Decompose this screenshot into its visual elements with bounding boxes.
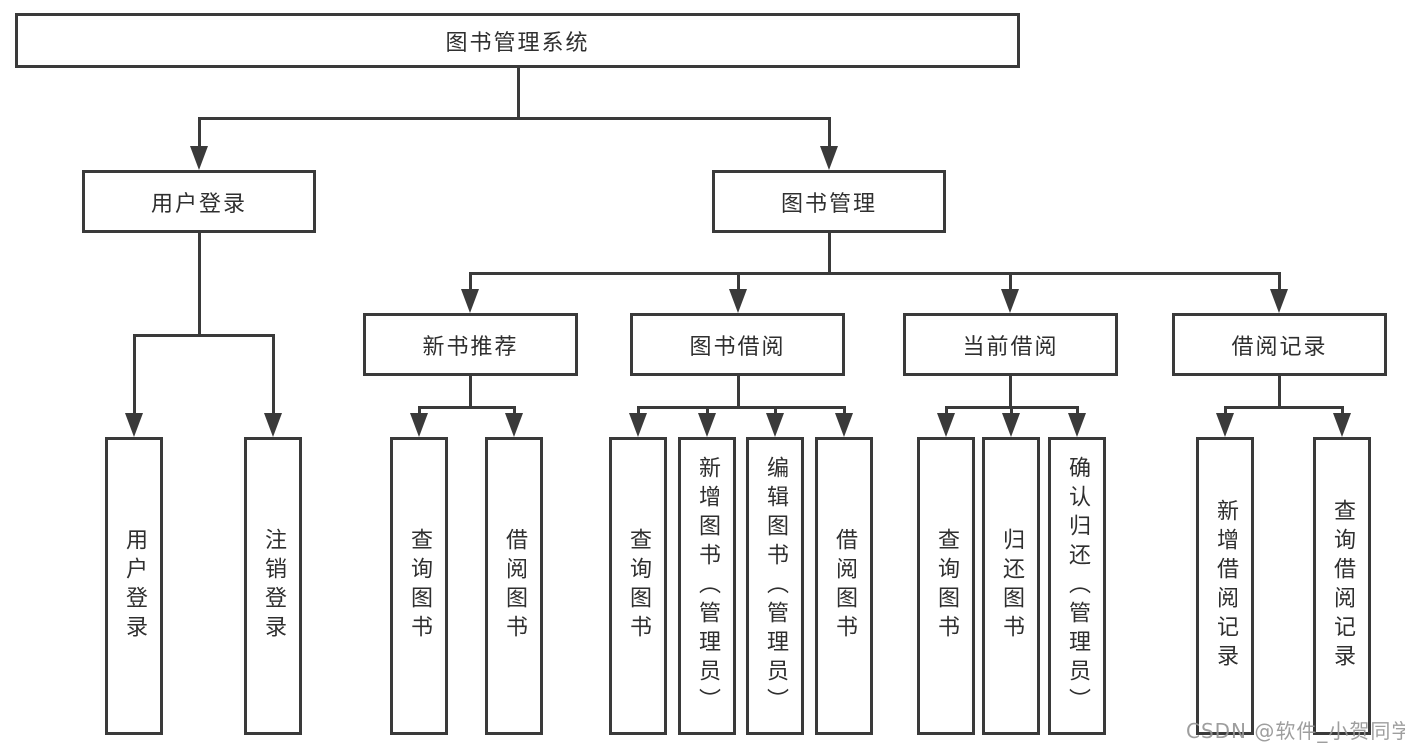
connector-line [1010,406,1013,414]
connector-line [1009,376,1012,407]
connector-line [469,272,1280,275]
arrow-down-icon [835,413,853,437]
connector-line [133,334,136,414]
connector-line [198,233,201,335]
node-label: 查询图书 [934,528,959,644]
leaf-borrowing-query-books: 查询图书 [609,437,667,735]
connector-line [272,334,275,414]
arrow-down-icon [264,413,282,437]
node-label: 确认归还（管理员） [1065,455,1090,717]
connector-line [198,117,830,120]
arrow-down-icon [410,413,428,437]
node-label: 当前借阅 [962,334,1059,360]
arrow-down-icon [1270,289,1288,313]
node-label: 查询图书 [626,528,651,644]
connector-line [774,406,777,414]
node-label: 注销登录 [261,528,286,644]
arrow-down-icon [629,413,647,437]
node-label: 新增借阅记录 [1213,499,1238,673]
connector-line [418,406,421,414]
arrow-down-icon [1002,413,1020,437]
leaf-borrowing-borrow-books: 借阅图书 [815,437,873,735]
arrow-down-icon [1068,413,1086,437]
node-label: 归还图书 [999,528,1024,644]
node-label: 借阅图书 [832,528,857,644]
connector-line [706,406,709,414]
leaf-borrowing-edit-books-admin: 编辑图书（管理员） [746,437,804,735]
connector-line [828,233,831,274]
leaf-current-return-books: 归还图书 [982,437,1040,735]
connector-line [517,68,520,118]
node-user-login: 用户登录 [82,170,316,233]
arrow-down-icon [766,413,784,437]
arrow-down-icon [505,413,523,437]
connector-line [469,376,472,407]
leaf-current-confirm-return-admin: 确认归还（管理员） [1048,437,1106,735]
leaf-borrowing-add-books-admin: 新增图书（管理员） [678,437,736,735]
arrow-down-icon [1333,413,1351,437]
node-label: 用户登录 [122,528,147,644]
node-label: 查询借阅记录 [1330,499,1355,673]
connector-line [198,117,201,147]
connector-line [637,406,640,414]
node-borrowing-records: 借阅记录 [1172,313,1387,376]
leaf-records-query-record: 查询借阅记录 [1313,437,1371,735]
node-current-borrowing: 当前借阅 [903,313,1118,376]
node-book-borrowing: 图书借阅 [630,313,845,376]
leaf-user-login: 用户登录 [105,437,163,735]
leaf-records-add-record: 新增借阅记录 [1196,437,1254,735]
connector-line [1224,406,1344,409]
node-label: 借阅记录 [1231,334,1328,360]
node-label: 查询图书 [407,528,432,644]
arrow-down-icon [698,413,716,437]
connector-line [737,272,740,290]
connector-line [843,406,846,414]
node-book-management: 图书管理 [712,170,946,233]
connector-line [133,334,275,337]
connector-line [1009,272,1012,290]
connector-line [469,272,472,290]
leaf-recommend-query-books: 查询图书 [390,437,448,735]
arrow-down-icon [1001,289,1019,313]
arrow-down-icon [1216,413,1234,437]
connector-line [1341,406,1344,414]
node-label: 新增图书（管理员） [695,455,720,717]
arrow-down-icon [729,289,747,313]
node-new-book-recommendation: 新书推荐 [363,313,578,376]
leaf-logout-login: 注销登录 [244,437,302,735]
node-label: 图书管理系统 [445,30,590,56]
arrow-down-icon [461,289,479,313]
connector-line [737,376,740,407]
connector-line [637,406,846,409]
node-label: 图书借阅 [689,334,786,360]
arrow-down-icon [190,146,208,170]
connector-line [1076,406,1079,414]
arrow-down-icon [937,413,955,437]
connector-line [1278,272,1281,290]
connector-line [945,406,948,414]
connector-line [513,406,516,414]
connector-line [418,406,516,409]
arrow-down-icon [125,413,143,437]
node-library-management-system: 图书管理系统 [15,13,1020,68]
connector-line [1224,406,1227,414]
node-label: 图书管理 [780,191,877,217]
leaf-current-query-books: 查询图书 [917,437,975,735]
watermark: CSDN @软件_小贺同学 [1186,719,1405,743]
connector-line [1278,376,1281,407]
arrow-down-icon [820,146,838,170]
node-label: 用户登录 [150,191,247,217]
node-label: 新书推荐 [422,334,519,360]
connector-line [828,117,831,147]
node-label: 借阅图书 [502,528,527,644]
node-label: 编辑图书（管理员） [763,455,788,717]
leaf-recommend-borrow-books: 借阅图书 [485,437,543,735]
